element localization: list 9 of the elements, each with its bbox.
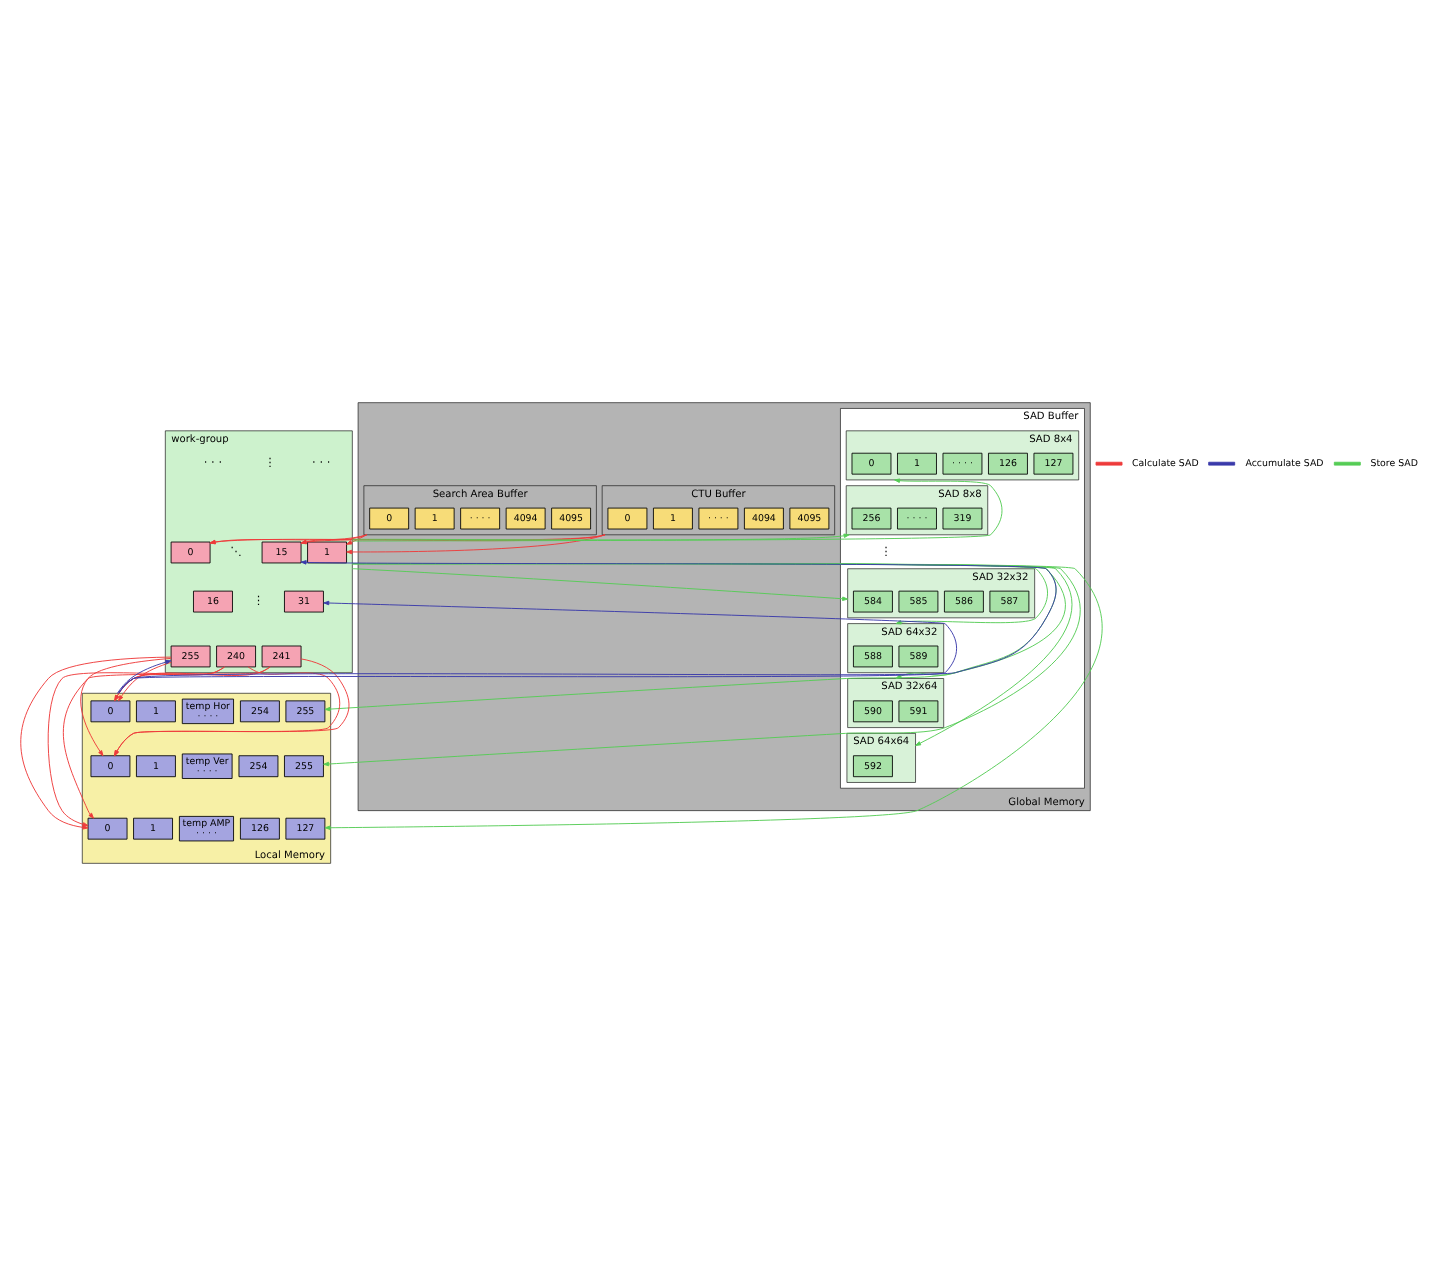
arrow: [47, 666, 225, 827]
arrow: [80, 657, 172, 757]
arrow: [118, 661, 172, 702]
arrow: [118, 560, 1057, 694]
arrow: [20, 656, 172, 830]
arrow: [116, 659, 172, 694]
arrow: [118, 600, 958, 694]
arrow: [62, 666, 271, 819]
arrow: [351, 568, 849, 601]
